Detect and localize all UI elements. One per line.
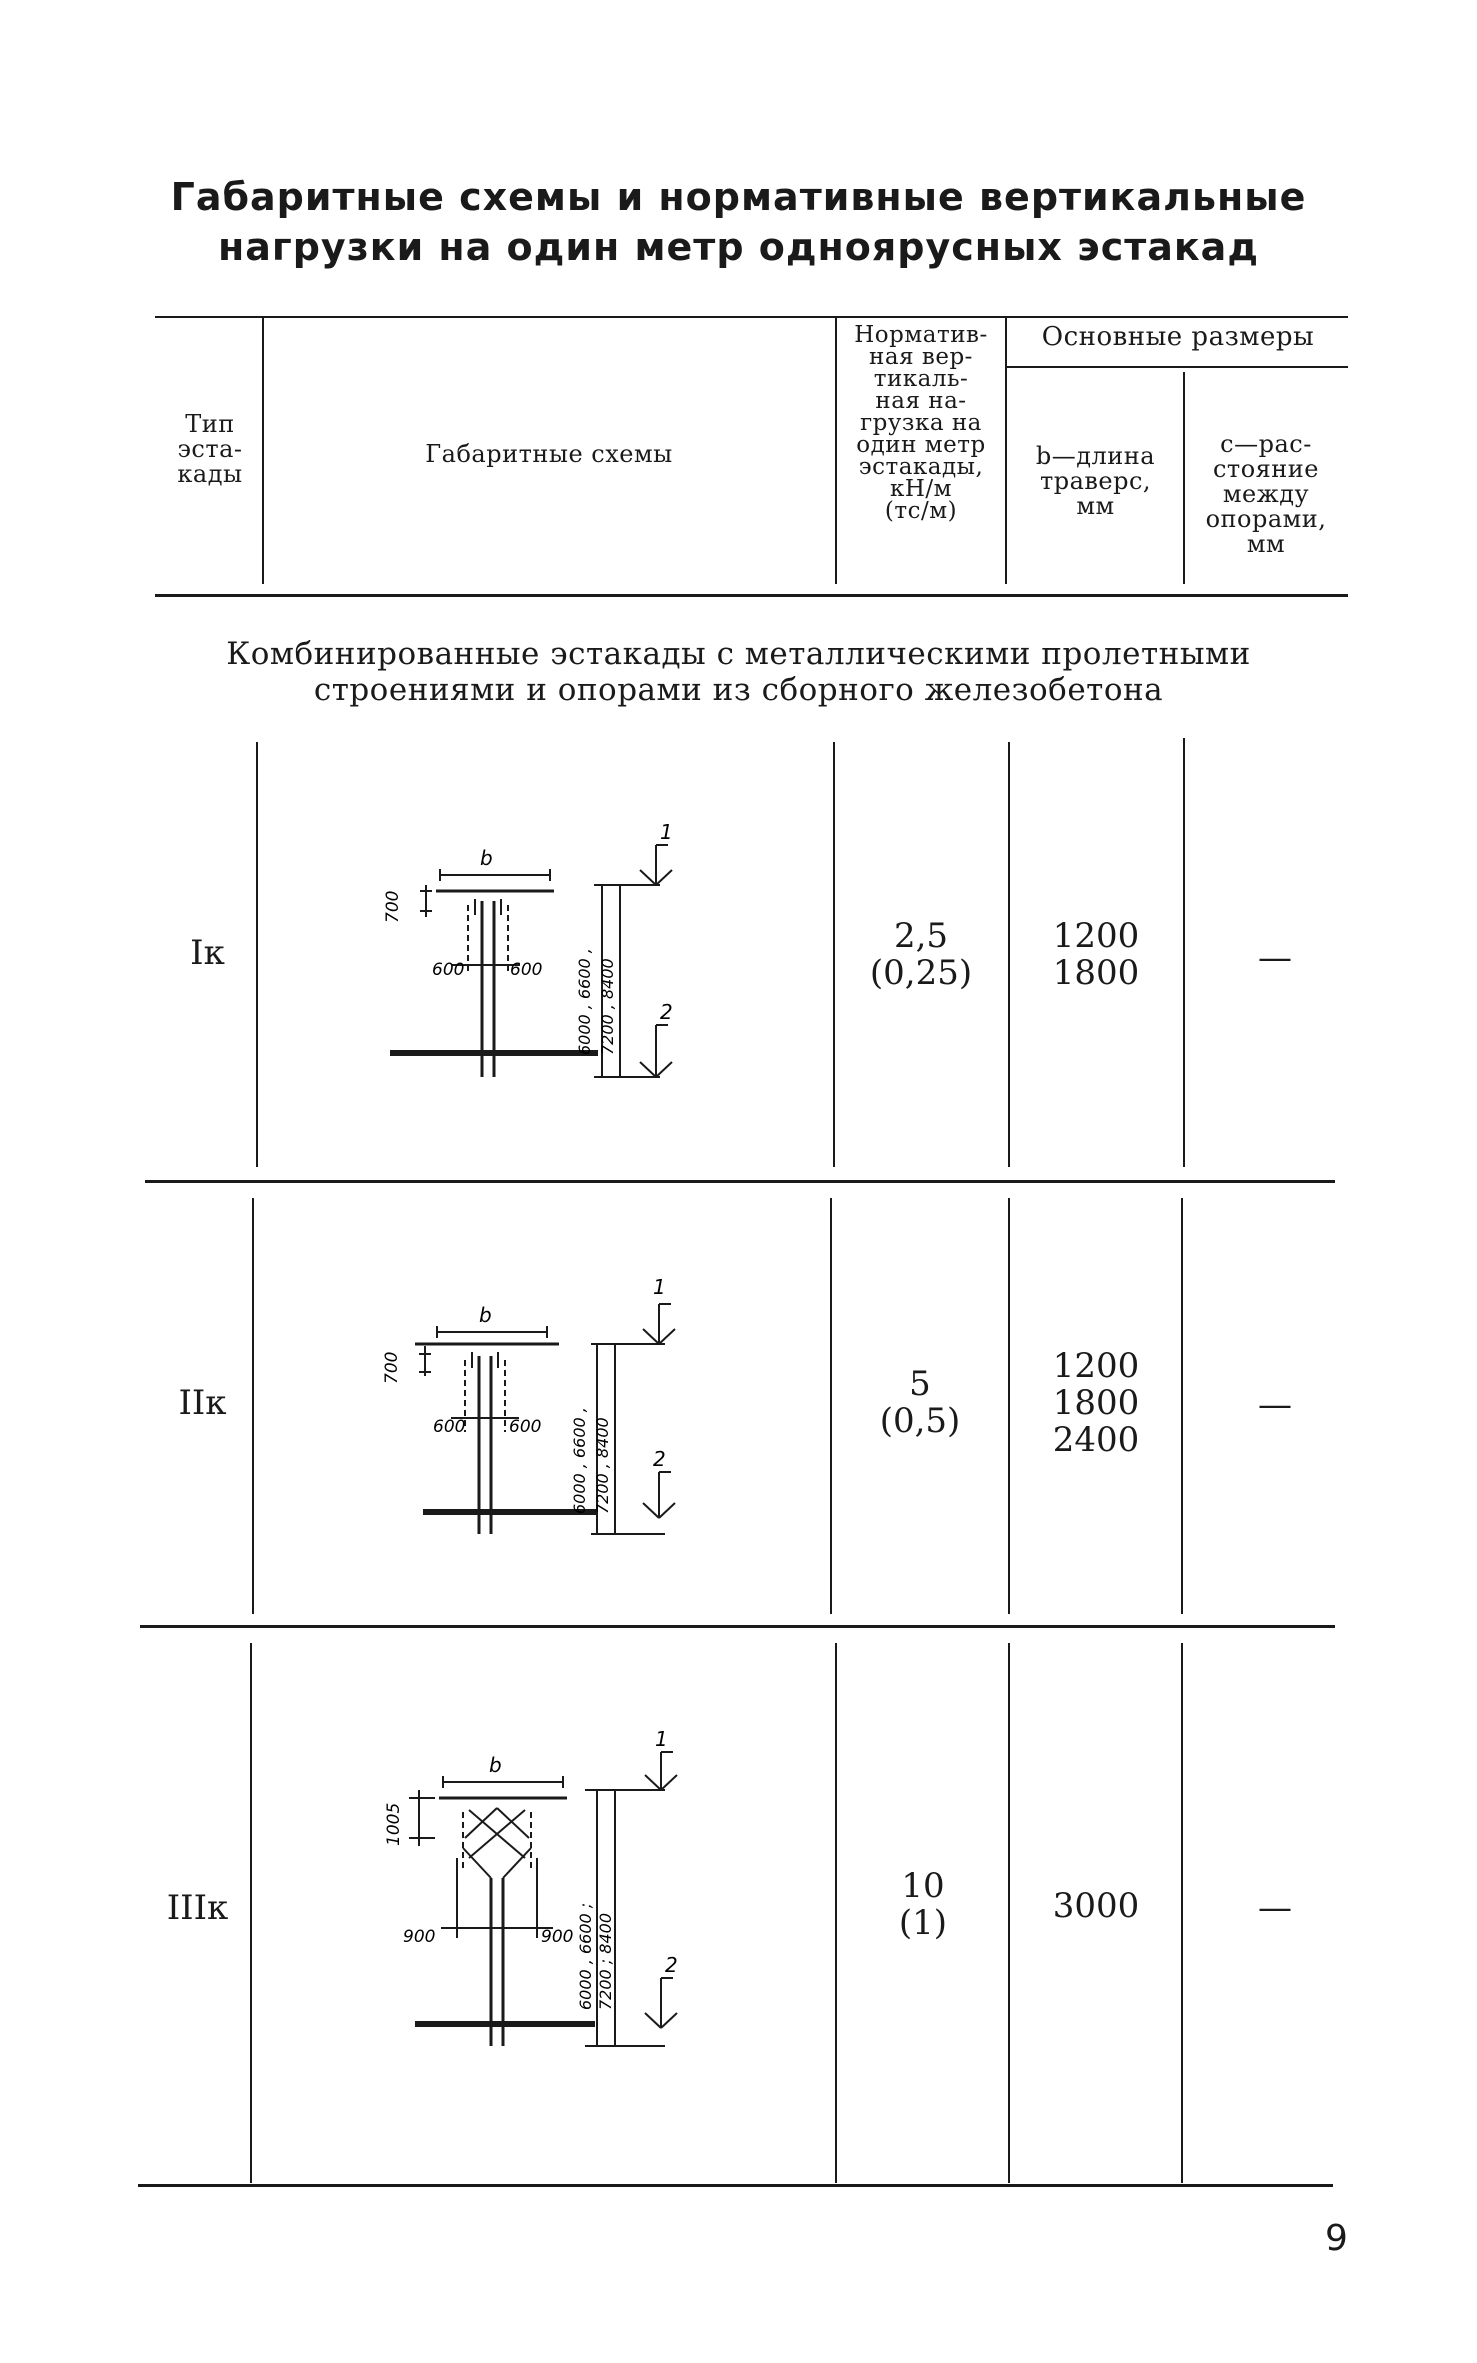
row-3-b: 3000 — [1052, 1886, 1140, 1926]
row-3-b-label: b — [489, 1753, 502, 1777]
header-top-rule — [155, 316, 1348, 318]
row-1-divider-1 — [256, 742, 258, 1167]
row-3-top-dim: 1005 — [384, 1803, 404, 1846]
row-2-bottom-rule — [140, 1625, 1335, 1628]
row-2-left-dim: 600 — [433, 1417, 465, 1437]
table-bottom-rule — [138, 2184, 1333, 2187]
header-b: b—длина траверс, мм — [1035, 442, 1156, 520]
row-2-height-dims-1: 6000 , 6600 , — [570, 1407, 589, 1514]
row-2-divider-4 — [1181, 1198, 1183, 1614]
row-1-load: 2,5 (0,25) — [869, 916, 973, 993]
row-2-height-dims-2: 7200 , 8400 — [593, 1417, 612, 1514]
row-2-c: — — [1258, 1385, 1292, 1425]
section-title-line-1: Комбинированные эстакады с металлическим… — [226, 636, 1251, 672]
section-title-line-2: строениями и опорами из сборного железоб… — [313, 672, 1164, 708]
page-title-line-1: Габаритные схемы и нормативные вертикаль… — [170, 175, 1307, 219]
row-3-divider-2 — [835, 1643, 837, 2183]
header-main-dims: Основные размеры — [1041, 322, 1315, 352]
row-2-divider-1 — [252, 1198, 254, 1614]
row-3-divider-1 — [250, 1643, 252, 2183]
row-1-level-2: 2 — [660, 1000, 673, 1024]
row-3-right-dim: 900 — [541, 1927, 573, 1947]
row-1-level-1: 1 — [660, 820, 673, 844]
row-3-height-dims-1: 6000 , 6600 ; — [576, 1903, 595, 2010]
header-divider-2 — [835, 318, 837, 584]
row-3-divider-4 — [1181, 1643, 1183, 2183]
row-3-left-dim: 900 — [403, 1927, 435, 1947]
row-1-type: Iк — [190, 933, 225, 973]
main-dims-rule — [1005, 366, 1348, 368]
row-3-level-1: 1 — [655, 1728, 668, 1751]
row-3-divider-3 — [1008, 1643, 1010, 2183]
row-2-scheme-diagram: b 700 600 600 6000 , 6600 , 7200 , 8400 … — [382, 1275, 676, 1535]
row-3-level-2: 2 — [665, 1953, 678, 1977]
row-2-level-2: 2 — [653, 1447, 666, 1471]
row-1-bottom-rule — [145, 1180, 1335, 1183]
row-1-b: 1200 1800 — [1052, 916, 1140, 993]
header-divider-1 — [262, 318, 264, 584]
row-3-height-dims-2: 7200 ; 8400 — [596, 1913, 615, 2010]
header-scheme: Габаритные схемы — [425, 440, 673, 468]
row-2-b: 1200 1800 2400 — [1052, 1346, 1140, 1460]
row-2-divider-3 — [1008, 1198, 1010, 1614]
header-divider-4 — [1183, 372, 1185, 584]
header-c: c—рас- стояние между опорами, мм — [1205, 430, 1327, 558]
row-3-type: IIIк — [166, 1888, 229, 1928]
row-1-right-dim: 600 — [510, 960, 542, 980]
row-2-level-1: 1 — [653, 1275, 666, 1299]
row-3-scheme-diagram: b 1005 900 900 6000 , 6600 ; 7200 ; 8400… — [384, 1728, 678, 2047]
page-title-line-2: нагрузки на один метр одноярусных эстака… — [217, 225, 1260, 269]
row-3-c: — — [1258, 1888, 1292, 1928]
header-type: Тип эста- кады — [177, 410, 243, 488]
header-divider-3 — [1005, 318, 1007, 584]
header-bottom-rule — [155, 594, 1348, 597]
row-2-divider-2 — [830, 1198, 832, 1614]
row-2-right-dim: 600 — [509, 1417, 541, 1437]
row-1-top-dim: 700 — [383, 891, 403, 923]
row-1-left-dim: 600 — [432, 960, 464, 980]
row-1-c: — — [1258, 938, 1292, 978]
page-number: 9 — [1325, 2218, 1348, 2259]
row-2-type: IIк — [178, 1383, 227, 1423]
row-1-b-label: b — [480, 846, 493, 870]
row-1-scheme-diagram: b 700 600 600 6000 , 6600 , 7200 , 8400 … — [383, 820, 673, 1078]
header-load: Норматив- ная вер- тикаль- ная на- грузк… — [854, 322, 988, 524]
row-3-load: 10 (1) — [898, 1866, 948, 1943]
row-1-height-dims-2: 7200 , 8400 — [598, 958, 617, 1055]
row-1-height-dims-1: 6000 , 6600 , — [575, 948, 594, 1055]
row-2-b-label: b — [479, 1303, 492, 1327]
row-2-load: 5 (0,5) — [879, 1364, 961, 1441]
row-2-top-dim: 700 — [382, 1352, 402, 1384]
row-1-divider-4 — [1183, 738, 1185, 1167]
row-1-divider-2 — [833, 742, 835, 1167]
row-1-divider-3 — [1008, 742, 1010, 1167]
